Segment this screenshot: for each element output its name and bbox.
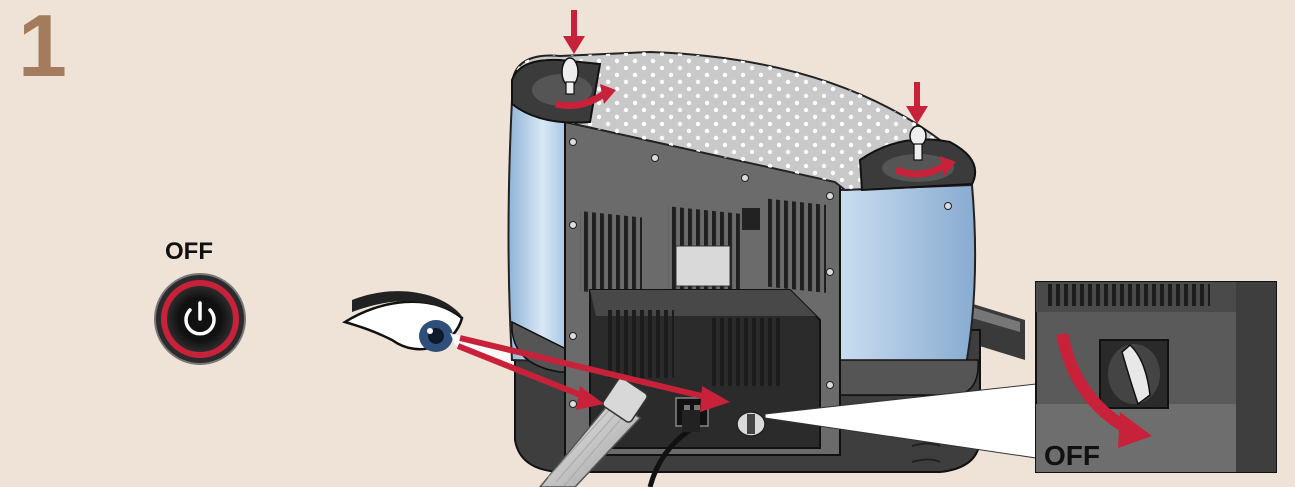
power-icon [184, 301, 216, 336]
key-icon [909, 125, 927, 161]
rotate-arrow-icon [894, 156, 956, 178]
arrow-to-hose [456, 343, 604, 410]
power-button-graphic [154, 273, 246, 365]
power-cable [647, 410, 700, 487]
rotate-arrow-icon [555, 84, 616, 110]
key-icon [561, 57, 579, 95]
eye-icon [342, 291, 464, 352]
arrow-down-icon [906, 82, 928, 124]
water-hose [539, 377, 648, 487]
switch-off-label: OFF [1044, 440, 1100, 471]
inset-detail [1035, 281, 1277, 473]
arrow-down-icon [563, 10, 585, 54]
step-number: 1 [18, 0, 67, 95]
power-off-label: OFF [165, 238, 213, 265]
arrow-to-socket [459, 335, 730, 412]
